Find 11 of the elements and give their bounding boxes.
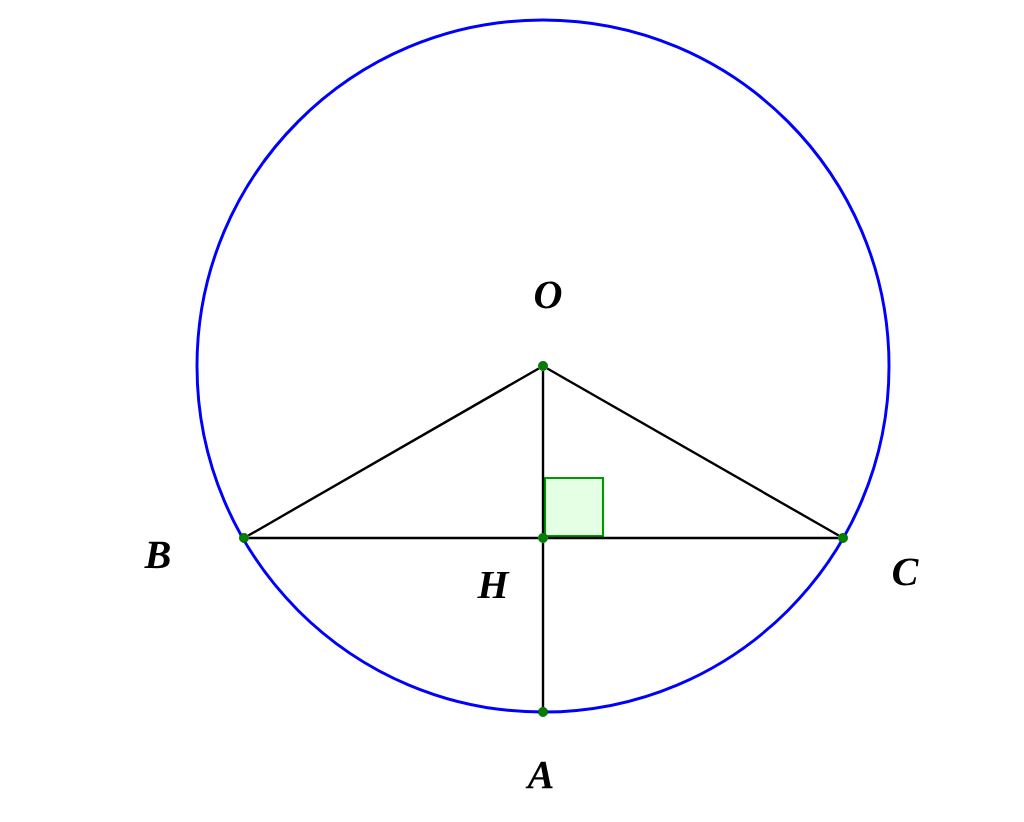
point-label: H [477,571,510,599]
point-label: A [525,761,553,789]
point-label: C [893,558,919,586]
point-label: O [535,281,562,309]
line-segment [547,536,839,540]
line-segment [541,370,545,534]
line-segment [541,542,545,708]
line-segment [546,367,840,537]
line-segment [247,367,540,537]
line-segment [248,536,539,540]
point-label: B [144,541,170,569]
